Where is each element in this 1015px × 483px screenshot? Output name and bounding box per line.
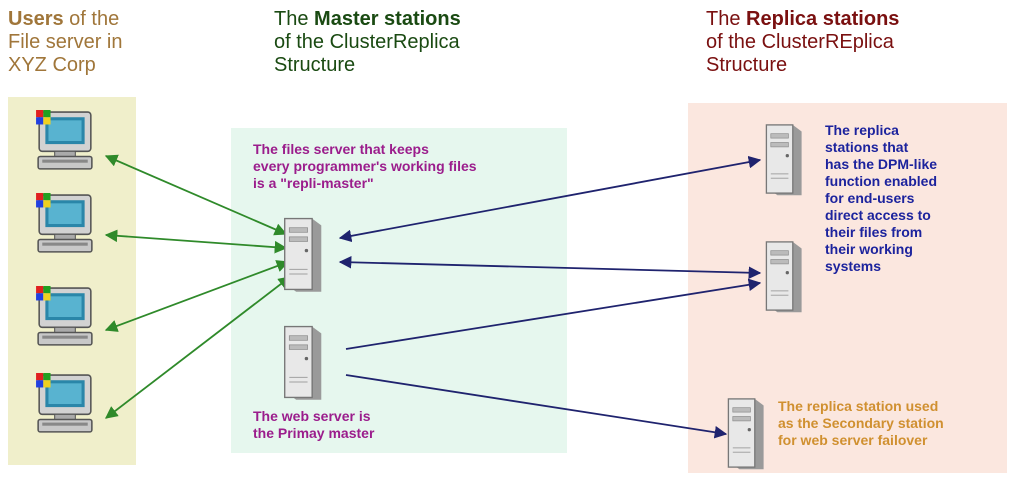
note-line: is a "repli-master" (253, 175, 374, 191)
users-heading-line3: XYZ Corp (8, 54, 96, 76)
note-line: function enabled (825, 173, 937, 189)
link-master-replica1 (338, 155, 762, 243)
users-heading: Users of the File server in XYZ Corp (8, 8, 178, 77)
replica-secondary-note: The replica station used as the Secondar… (778, 398, 1013, 449)
replica-server-icon-1 (765, 124, 803, 196)
user-computer-icon-3 (35, 286, 93, 346)
replica-heading-line3: Structure (706, 54, 788, 76)
note-line: direct access to (825, 207, 931, 223)
note-line: for web server failover (778, 432, 928, 448)
note-line: as the Secondary station (778, 415, 944, 431)
note-line: The web server is (253, 408, 371, 424)
replica-heading-line2: of the ClusterREplica (706, 31, 894, 53)
link-user4-master (104, 276, 292, 419)
link-user3-master (104, 260, 290, 332)
master-heading-bold: Master stations (314, 8, 461, 30)
web-server-note: The web server is the Primay master (253, 408, 453, 442)
replica-server-icon-3 (727, 398, 765, 470)
note-line: The replica station used (778, 398, 939, 414)
replica-dpm-note: The replica stations that has the DPM-li… (825, 122, 1010, 275)
link-user1-master (104, 154, 288, 236)
note-line: their working (825, 241, 913, 257)
master-heading: The Master stations of the ClusterReplic… (274, 8, 574, 77)
web-server-icon (284, 325, 322, 401)
users-heading-line2: File server in (8, 31, 123, 53)
master-file-server-note: The files server that keeps every progra… (253, 141, 573, 192)
users-heading-rest: of the (63, 8, 120, 30)
note-line: stations that (825, 139, 909, 155)
users-heading-bold: Users (8, 8, 64, 30)
user-computer-icon-4 (35, 373, 93, 433)
master-file-server-icon (284, 217, 322, 293)
note-line: for end-users (825, 190, 915, 206)
replica-heading-prefix: The (706, 8, 747, 30)
link-web-replica2 (345, 278, 762, 350)
note-line: has the DPM-like (825, 156, 938, 172)
link-master-replica2 (338, 255, 762, 280)
replica-server-icon-2 (765, 241, 803, 313)
note-line: every programmer's working files (253, 158, 477, 174)
note-line: The files server that keeps (253, 141, 429, 157)
link-user2-master (104, 229, 288, 254)
note-line: The replica (825, 122, 899, 138)
note-line: the Primay master (253, 425, 375, 441)
replica-heading: The Replica stations of the ClusterREpli… (706, 8, 1006, 77)
master-heading-prefix: The (274, 8, 315, 30)
replica-heading-bold: Replica stations (746, 8, 900, 30)
master-heading-line2: of the ClusterReplica (274, 31, 460, 53)
note-line: their files from (825, 224, 923, 240)
note-line: systems (825, 258, 882, 274)
master-heading-line3: Structure (274, 54, 356, 76)
link-web-replica3 (345, 374, 728, 439)
user-computer-icon-2 (35, 193, 93, 253)
user-computer-icon-1 (35, 110, 93, 170)
